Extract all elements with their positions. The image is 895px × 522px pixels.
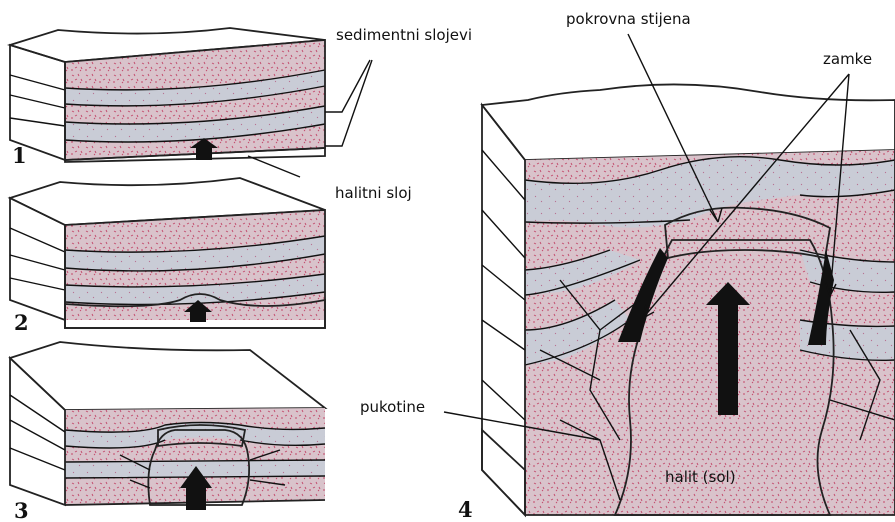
label-halite-salt: halit (sol) [665, 468, 736, 486]
block-4: 4 [458, 84, 895, 522]
stage-number-1: 1 [12, 143, 27, 168]
leader-halite-layer [248, 156, 300, 177]
block-3: 3 [10, 342, 325, 522]
block-4-side [482, 105, 525, 515]
block-1: 1 [10, 28, 325, 168]
block-2: 2 [10, 178, 325, 335]
leader-sediment-layers [325, 60, 372, 146]
label-cap-rock: pokrovna stijena [566, 10, 691, 28]
block-3-surface [10, 342, 325, 410]
label-halite-layer: halitni sloj [335, 184, 412, 202]
block-4-surface [482, 84, 895, 160]
stage-number-4: 4 [458, 497, 473, 522]
label-fractures: pukotine [360, 398, 425, 416]
block-2-side [10, 198, 65, 320]
block-3-side [10, 358, 65, 505]
stage-number-2: 2 [14, 310, 29, 335]
label-sediment-layers: sedimentni slojevi [336, 26, 472, 44]
stage-number-3: 3 [14, 498, 29, 522]
label-traps: zamke [823, 50, 872, 68]
